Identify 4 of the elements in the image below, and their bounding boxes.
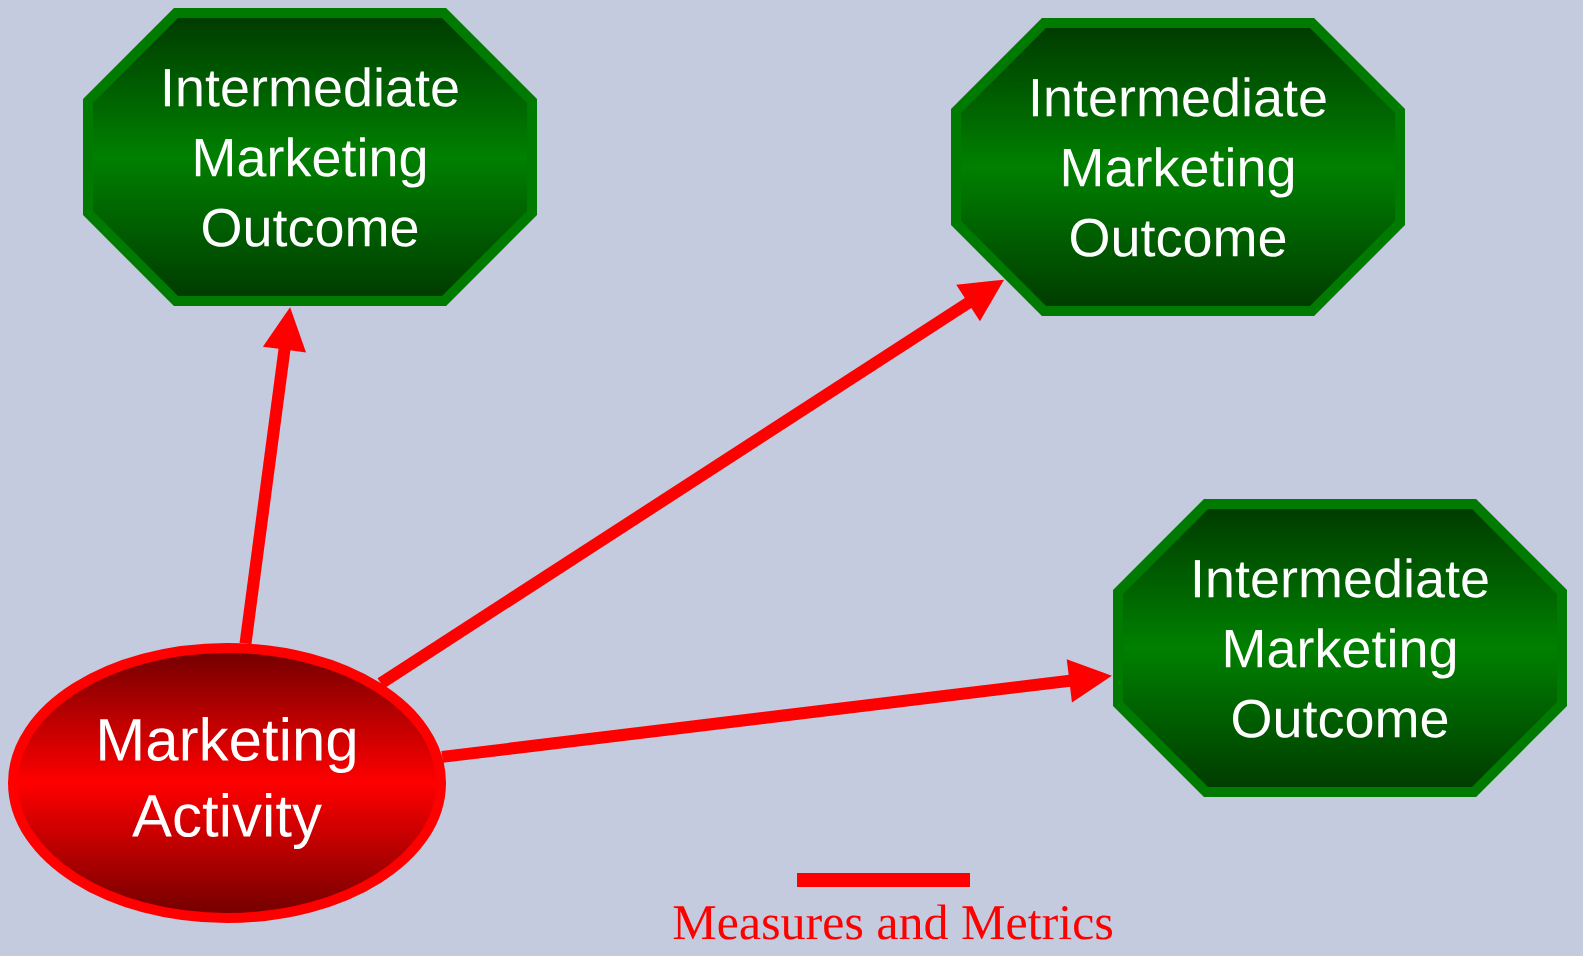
outcome-octagon: Intermediate Marketing Outcome (83, 8, 537, 306)
outcome-octagon: Intermediate Marketing Outcome (1113, 499, 1567, 797)
legend-entry: Measures and Metrics (673, 873, 1112, 940)
outcome-octagon: Intermediate Marketing Outcome (951, 18, 1405, 316)
